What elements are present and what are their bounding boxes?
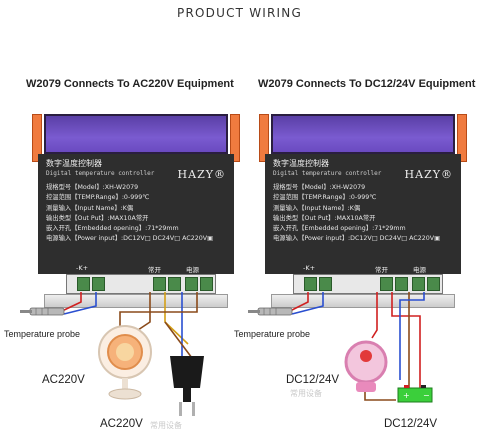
terminal-power-1 (185, 277, 198, 291)
power-label-ac: AC220V (100, 418, 143, 430)
battery-icon: + − (397, 385, 433, 403)
watermark-ac: 常用设备 (150, 421, 182, 430)
mounting-clip-left (32, 114, 42, 162)
load-label-ac: AC220V (42, 374, 85, 386)
spec-line: 电源输入【Power input】:DC12V□ DC24V□ AC220V▣ (46, 235, 214, 243)
terminal-label-probe: -K+ (303, 264, 316, 272)
controller-ac: 数字温度控制器 Digital temperature controller H… (32, 108, 240, 308)
spec-line: 规格型号【Model】:XH-W2079 (273, 184, 366, 191)
brand-logo: HAZY® (404, 168, 453, 181)
page-title: PRODUCT WIRING (177, 6, 302, 20)
terminal-block (293, 274, 443, 294)
brand-logo: HAZY® (177, 168, 226, 181)
terminal-relay-2 (168, 277, 181, 291)
spec-line: 测量输入【Input Name】:K偶 (273, 204, 361, 212)
terminal-label-relay: 常开 (148, 266, 161, 274)
spec-line: 测量输入【Input Name】:K偶 (46, 204, 134, 212)
terminal-relay-2 (395, 277, 408, 291)
terminal-relay-1 (380, 277, 393, 291)
terminal-label-relay: 常开 (375, 266, 388, 274)
load-wires-ac (119, 292, 198, 360)
spec-line: 电源输入【Power input】:DC12V□ DC24V□ AC220V▣ (273, 235, 441, 243)
terminal-k-minus (304, 277, 317, 291)
lcd-display (271, 114, 455, 154)
terminal-label-probe: -K+ (76, 264, 89, 272)
controller-body: 数字温度控制器 Digital temperature controller H… (265, 154, 461, 274)
terminal-power-2 (200, 277, 213, 291)
load-label-dc: DC12/24V (286, 374, 340, 386)
terminal-k-minus (77, 277, 90, 291)
terminal-power-2 (427, 277, 440, 291)
terminal-label-power: 电源 (413, 266, 426, 274)
spec-list: 规格型号【Model】:XH-W2079 控温范围【TEMP.Range】:0-… (46, 183, 226, 245)
spec-line: 控温范围【TEMP.Range】:0-999℃ (46, 194, 150, 202)
probe-label-ac: Temperature probe (4, 329, 81, 339)
temperature-probe-icon (20, 307, 65, 316)
terminal-k-plus (92, 277, 105, 291)
watermark-dc: 常用设备 (290, 389, 322, 398)
mounting-clip-right (230, 114, 240, 162)
panel-title-dc: W2079 Connects To DC12/24V Equipment (258, 78, 476, 90)
chinese-title: 数字温度控制器 (273, 159, 329, 168)
svg-text:−: − (423, 391, 430, 400)
power-label-dc: DC12/24V (384, 418, 438, 430)
spec-line: 嵌入开孔【Embedded opening】:71*29mm (46, 225, 179, 233)
english-title: Digital temperature controller (46, 170, 155, 177)
spec-line: 输出类型【Out Put】:MAX10A常开 (273, 214, 376, 222)
temperature-probe-icon (248, 307, 293, 316)
svg-text:+: + (403, 391, 410, 400)
terminal-k-plus (319, 277, 332, 291)
terminal-labels: -K+ 常开 电源 (265, 262, 461, 274)
spec-line: 规格型号【Model】:XH-W2079 (46, 184, 139, 191)
probe-label-dc: Temperature probe (234, 329, 311, 339)
power-plug-icon (170, 356, 204, 416)
pink-lamp-icon (344, 340, 388, 392)
terminal-block (66, 274, 216, 294)
lcd-display (44, 114, 228, 154)
probe-wires-dc (287, 292, 324, 315)
controller-body: 数字温度控制器 Digital temperature controller H… (38, 154, 234, 274)
panel-title-ac: W2079 Connects To AC220V Equipment (26, 78, 234, 90)
terminal-power-1 (412, 277, 425, 291)
chinese-title: 数字温度控制器 (46, 159, 102, 168)
spec-line: 控温范围【TEMP.Range】:0-999℃ (273, 194, 377, 202)
terminal-relay-1 (153, 277, 166, 291)
terminal-labels: -K+ 常开 电源 (38, 262, 234, 274)
spec-line: 嵌入开孔【Embedded opening】:71*29mm (273, 225, 406, 233)
heater-icon (98, 325, 152, 400)
mounting-clip-left (259, 114, 269, 162)
mounting-clip-right (457, 114, 467, 162)
terminal-label-power: 电源 (186, 266, 199, 274)
spec-list: 规格型号【Model】:XH-W2079 控温范围【TEMP.Range】:0-… (273, 183, 453, 245)
probe-wires-ac (59, 292, 97, 315)
english-title: Digital temperature controller (273, 170, 382, 177)
spec-line: 输出类型【Out Put】:MAX10A常开 (46, 214, 149, 222)
